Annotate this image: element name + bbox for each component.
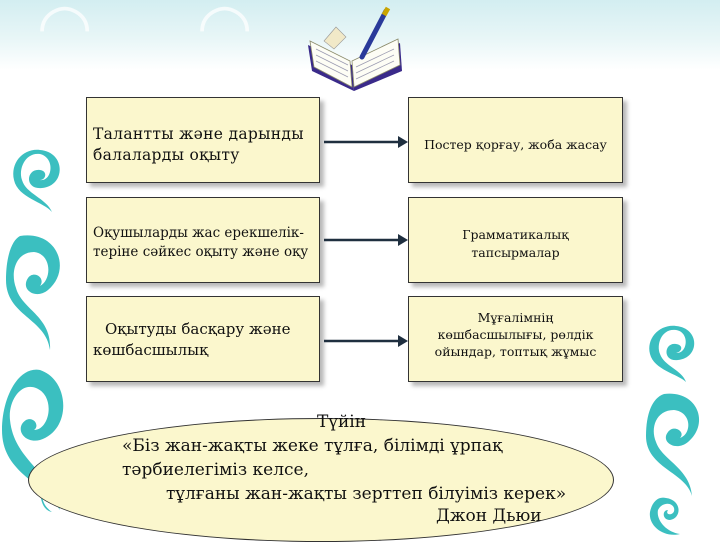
conclusion-title: Түйін — [317, 412, 366, 432]
left-box-talented-children: Талантты және дарынды балаларды оқыту — [86, 97, 320, 183]
box-text-line: балаларды оқыту — [93, 145, 319, 166]
box-text-line: тапсырмалар — [409, 244, 622, 262]
box-text-line: теріне сәйкес оқыту және оқу — [93, 243, 319, 262]
conclusion-quote-line: тұлғаны жан-жақты зерттеп білуіміз керек… — [166, 484, 566, 504]
box-text-line: Оқытуды басқару және — [93, 319, 319, 340]
conclusion-quote-line: «Біз жан-жақты жеке тұлға, білімді ұрпақ — [122, 436, 502, 456]
box-text-line: Талантты және дарынды — [93, 124, 319, 145]
right-box-poster: Постер қорғау, жоба жасау — [408, 97, 623, 183]
box-text-line: көшбасшылық — [93, 340, 319, 361]
arrow-right — [324, 134, 408, 150]
open-book-icon — [300, 5, 410, 95]
decorative-ghost-shape: ◠ — [200, 0, 249, 64]
box-text-line: Мұғалімнің — [409, 309, 622, 326]
conclusion-quote-line: тәрбиелегіміз келсе, — [122, 460, 309, 480]
box-text-line: Грамматикалық — [409, 226, 622, 244]
right-box-grammar: Грамматикалық тапсырмалар — [408, 197, 623, 283]
box-text-line: ойындар, топтық жұмыс — [409, 343, 622, 360]
box-text-line: көшбасшылығы, рөлдік — [409, 326, 622, 343]
arrow-right — [324, 333, 408, 349]
arrow-right — [324, 232, 408, 248]
decorative-ghost-shape: ◠ — [40, 0, 89, 64]
conclusion-author: Джон Дьюи — [436, 506, 542, 526]
left-box-leadership: Оқытуды басқару және көшбасшылық — [86, 296, 320, 382]
right-box-teacher-leadership: Мұғалімнің көшбасшылығы, рөлдік ойындар,… — [408, 296, 623, 382]
box-text-line: Оқушыларды жас ерекшелік- — [93, 224, 319, 243]
box-text-line: Постер қорғау, жоба жасау — [409, 136, 622, 154]
right-swirl-ornament — [636, 318, 720, 540]
left-box-age-features: Оқушыларды жас ерекшелік- теріне сәйкес … — [86, 197, 320, 283]
